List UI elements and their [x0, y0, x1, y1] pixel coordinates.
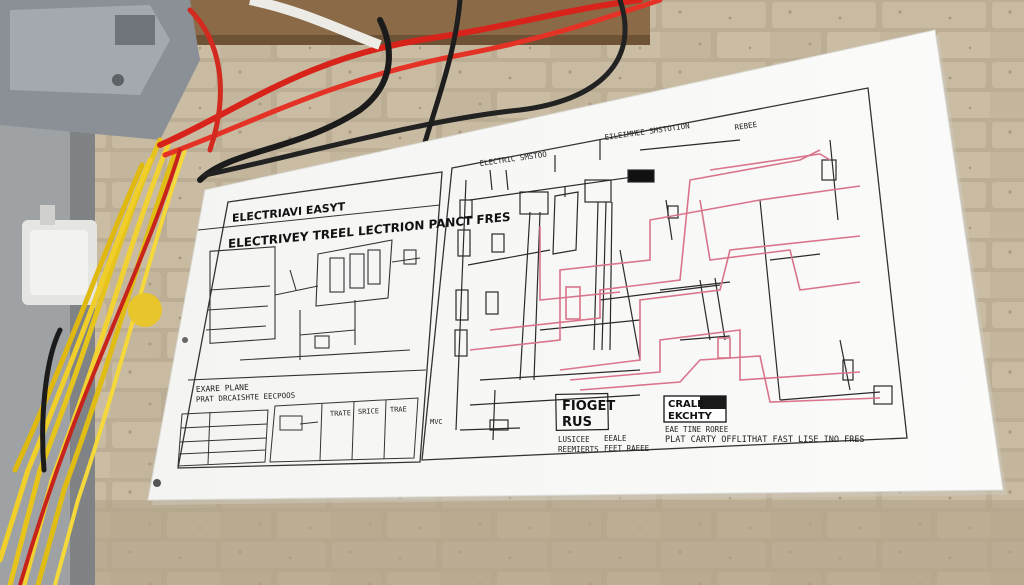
- left-diagram-lines: [205, 239, 421, 361]
- schematic-pink-lines: [469, 149, 881, 403]
- box-label-1: FIOGET: [562, 399, 615, 414]
- table-cell-3: TRAE: [390, 405, 407, 414]
- below-box-2: EEALE: [604, 434, 627, 443]
- below-box-3: REEMIERTS: [558, 445, 599, 454]
- title-badge: CRALE EKCHTY: [663, 395, 727, 423]
- yellow-wire-connector: [128, 293, 162, 327]
- below-box-4: FEET RAEEE: [604, 444, 650, 453]
- white-cable: [249, 0, 382, 50]
- table-subtitle: PRAT DRCAISHTE EECPOOS: [196, 391, 296, 404]
- table-title: EXARE PLANE: [196, 383, 250, 394]
- bottom-right-2: PLAT CARTY OFFLITHAT FAST LISE INO FRES: [665, 435, 865, 445]
- badge-line-1: CRALE: [668, 399, 704, 410]
- right-panel-frame: [421, 87, 908, 461]
- poster-grommet: [153, 479, 161, 487]
- electrical-junction-box: [0, 0, 200, 140]
- legend-table: [177, 397, 419, 467]
- schematic-black-lines: [454, 139, 893, 441]
- box-label-2: RUS: [562, 415, 592, 430]
- below-box-1: LUSICEE: [558, 435, 590, 444]
- badge-line-2: EKCHTY: [668, 411, 713, 422]
- white-plug-box: [22, 205, 97, 305]
- poster-grommet: [182, 337, 188, 343]
- fioget-box: [555, 392, 609, 432]
- wooden-beam: [170, 0, 650, 45]
- side-label: MVC: [430, 418, 443, 426]
- top-label-3: REBEE: [734, 120, 758, 132]
- table-cell-1: TRATE: [330, 409, 351, 418]
- wiring-diagram-poster: ELECTRIAVI EASYT ELECTRIVEY TREEL LECTRI…: [147, 29, 1007, 505]
- table-cell-2: SRICE: [358, 407, 379, 416]
- bottom-right-1: EAE TINE ROREE: [665, 425, 729, 434]
